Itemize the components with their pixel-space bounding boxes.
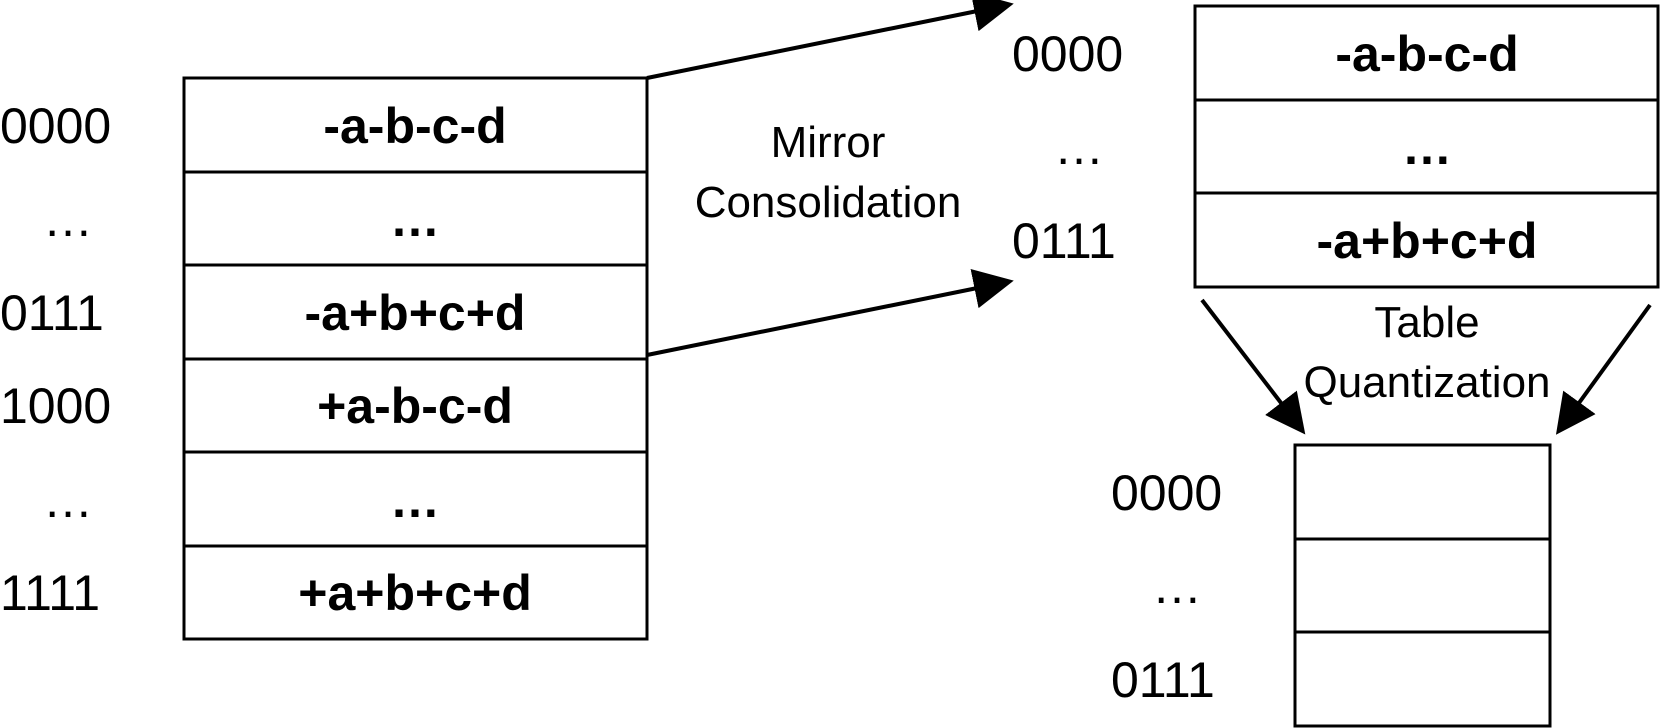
- quant-arrow-left: [1200, 298, 1306, 435]
- full-table-index: …: [43, 191, 93, 247]
- full-table-cell: [182, 357, 649, 454]
- full-table-cell: [182, 544, 649, 641]
- full-table-index: 0000: [0, 98, 111, 154]
- full-table-entry: -a+b+c+d: [305, 285, 526, 341]
- mirror-table-cell: [1193, 191, 1660, 289]
- mirror-arrow-bottom: [646, 268, 1014, 357]
- mirror-table-index: …: [1054, 119, 1104, 175]
- mirror-table-cell: [1193, 98, 1660, 195]
- quant-label-line2: Quantization: [1303, 358, 1550, 407]
- quantized-table-cell: [1293, 537, 1552, 634]
- full-table-entry: +a-b-c-d: [317, 378, 513, 434]
- quantized-table-index: 0000: [1111, 465, 1222, 521]
- mirror-table-entry: -a+b+c+d: [1317, 213, 1538, 269]
- mirror-table: -a-b-c-d … -a+b+c+d 0000 … 0111: [1012, 4, 1660, 289]
- quant-label-line1: Table: [1374, 298, 1479, 347]
- mirror-arrow-top: [646, 0, 1014, 80]
- full-table-entry: …: [390, 191, 440, 247]
- quantized-table-cell: [1293, 443, 1552, 541]
- full-table: -a-b-c-d … -a+b+c+d +a-b-c-d … +a+b+c+d …: [0, 76, 649, 641]
- full-table-entry: +a+b+c+d: [298, 565, 532, 621]
- quantized-table-index: 0111: [1111, 652, 1215, 708]
- mirror-table-entry: -a-b-c-d: [1335, 26, 1518, 82]
- mirror-label-line2: Consolidation: [695, 178, 962, 227]
- full-table-index: 1000: [0, 378, 111, 434]
- quantized-table-index: …: [1152, 558, 1202, 614]
- full-table-index: 0111: [0, 285, 104, 341]
- quant-arrow-right: [1555, 303, 1652, 435]
- full-table-cell: [182, 263, 649, 361]
- full-table-entry: …: [390, 472, 440, 528]
- quantized-table: 0000 … 0111: [1111, 443, 1552, 728]
- mirror-table-index: 0111: [1012, 213, 1116, 269]
- mirror-table-entry: …: [1402, 119, 1452, 175]
- full-table-index: 1111: [0, 565, 100, 621]
- full-table-index: …: [43, 472, 93, 528]
- full-table-entry: -a-b-c-d: [323, 98, 506, 154]
- quantized-table-cell: [1293, 630, 1552, 728]
- mirror-label-line1: Mirror: [771, 118, 886, 167]
- full-table-cell: [182, 76, 649, 174]
- full-table-cell: [182, 170, 649, 267]
- mirror-table-index: 0000: [1012, 26, 1123, 82]
